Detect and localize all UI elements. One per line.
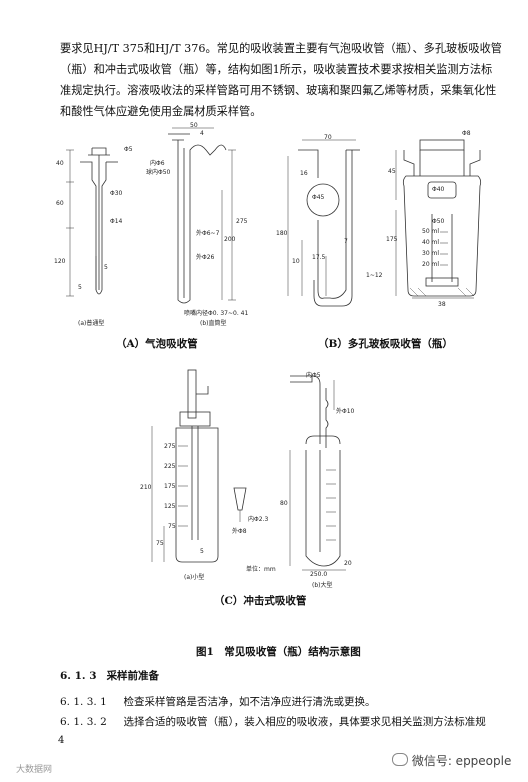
- dim-pb-180: 180: [276, 230, 288, 237]
- section-number: 6. 1. 3: [60, 670, 97, 682]
- intro-line-4: 和酸性气体应避免使用金属材质采样管。: [60, 105, 262, 118]
- dim-pb-70: 70: [324, 134, 332, 141]
- scale-40ml: 40 ml: [422, 239, 440, 246]
- tick-175: 175: [164, 483, 176, 490]
- figure-title: 图1 常见吸收管（瓶）结构示意图: [196, 646, 361, 658]
- dim-c-250: 250.0: [310, 571, 328, 578]
- dim-pb-phi45: Φ45: [312, 194, 325, 201]
- intro-paragraph: 要求见HJ/T 375和HJ/T 376。常见的吸收装置主要有气泡吸收管（瓶）、…: [60, 38, 502, 122]
- dim-pb-phi50: Φ50: [432, 218, 445, 225]
- dim-a-5: 5: [78, 284, 82, 291]
- list-item: 6. 1. 3. 1 检查采样管路是否洁净，如不洁净应进行清洗或更换。: [60, 694, 375, 709]
- dim-b-275: 275: [236, 218, 248, 225]
- fig-c-sub-b: (b)大型: [312, 582, 333, 589]
- dim-pb-phi40: Φ40: [432, 186, 445, 193]
- fig-a-sub-b: (b)直筒型: [200, 320, 227, 327]
- intro-line-3: 准规定执行。溶液吸收法的采样管路可用不锈钢、玻璃和聚四氟乙烯等材质，采集氧化性: [60, 84, 497, 97]
- wechat-icon: [392, 753, 408, 766]
- watermark-right-text: 微信号: eppeople: [411, 754, 512, 768]
- item-number: 6. 1. 3. 1: [60, 696, 107, 708]
- dim-c-20: 20: [344, 560, 352, 567]
- dim-a-40: 40: [56, 160, 64, 167]
- intro-line-1: 要求见HJ/T 375和HJ/T 376。常见的吸收装置主要有气泡吸收管（瓶）、…: [60, 42, 502, 55]
- tick-275: 275: [164, 443, 176, 450]
- item-text: 检查采样管路是否洁净，如不洁净应进行清洗或更换。: [123, 696, 376, 708]
- dim-a-phi14: Φ14: [110, 218, 123, 225]
- fig-a-caption: （A）气泡吸收管: [116, 338, 198, 350]
- dim-c-5: 5: [200, 548, 204, 555]
- dim-pb-10: 10: [292, 258, 300, 265]
- dim-pb-45: 45: [388, 168, 396, 175]
- dim-b-4: 4: [200, 130, 204, 137]
- dim-b-200: 200: [224, 236, 236, 243]
- dim-c-75: 75: [156, 540, 164, 547]
- list-item: 6. 1. 3. 2 选择合适的吸收管（瓶），装入相应的吸收液，具体要求见相关监…: [60, 714, 486, 729]
- dim-c-80: 80: [280, 500, 288, 507]
- dim-c-210: 210: [140, 484, 152, 491]
- dim-pb-38: 38: [438, 301, 446, 308]
- tick-75: 75: [168, 523, 176, 530]
- dim-b-out67: 外Φ6~7: [196, 230, 220, 237]
- scale-50ml: 50 ml: [422, 228, 440, 235]
- fig-a-sub-a: (a)普通型: [78, 320, 105, 327]
- dim-b-ball50: 球内Φ50: [146, 169, 171, 176]
- dim-pb-7: 7: [344, 238, 348, 245]
- dim-c-inner5: 内Φ5: [306, 372, 321, 379]
- section-title: 采样前准备: [106, 670, 160, 682]
- dim-pb-175: 17.5: [312, 254, 326, 261]
- dim-b-out26: 外Φ26: [196, 254, 215, 261]
- dim-a-120: 120: [54, 258, 66, 265]
- watermark-right: 微信号: eppeople: [392, 752, 511, 769]
- tick-225: 225: [164, 463, 176, 470]
- page-number: 4: [58, 735, 65, 746]
- fig-c-caption: （C）冲击式吸收管: [214, 595, 307, 607]
- dim-a-1: 5: [104, 264, 108, 271]
- fig-a-nozzle-note: 喷嘴内径Φ0. 37~0. 41: [184, 310, 249, 317]
- dim-b-inner6: 内Φ6: [150, 160, 165, 167]
- dim-pb-1-12: 1~12: [366, 272, 383, 279]
- watermark-left: 大数据网: [16, 765, 53, 775]
- dim-a-phi30: Φ30: [110, 190, 123, 197]
- item-text: 选择合适的吸收管（瓶），装入相应的吸收液，具体要求见相关监测方法标准规: [123, 716, 486, 728]
- dim-a-60: 60: [56, 200, 64, 207]
- dim-pb-16: 16: [300, 170, 308, 177]
- dim-c-out8: 外Φ8: [232, 528, 247, 535]
- dim-b-50: 50: [190, 122, 198, 129]
- scale-30ml: 30 ml: [422, 250, 440, 257]
- dim-c-out10: 外Φ10: [336, 408, 355, 415]
- scale-20ml: 20 ml: [422, 261, 440, 268]
- intro-line-2: （瓶）和冲击式吸收管（瓶）等，结构如图1所示，吸收装置技术要求按相关监测方法标: [60, 63, 493, 76]
- dim-c-inner23: 内Φ2.3: [248, 516, 269, 523]
- dim-pb-phi8: Φ8: [462, 130, 471, 137]
- section-heading: 6. 1. 3 采样前准备: [60, 668, 159, 683]
- fig-c-sub-a: (a)小型: [184, 574, 205, 581]
- tick-125: 125: [164, 503, 176, 510]
- item-number: 6. 1. 3. 2: [60, 716, 107, 728]
- fig-b-caption: （B）多孔玻板吸收管（瓶）: [318, 338, 453, 350]
- dim-pb-175b: 175: [386, 236, 398, 243]
- dim-a-phi5: Φ5: [124, 146, 133, 153]
- fig-c-unit: 单位：mm: [246, 566, 276, 573]
